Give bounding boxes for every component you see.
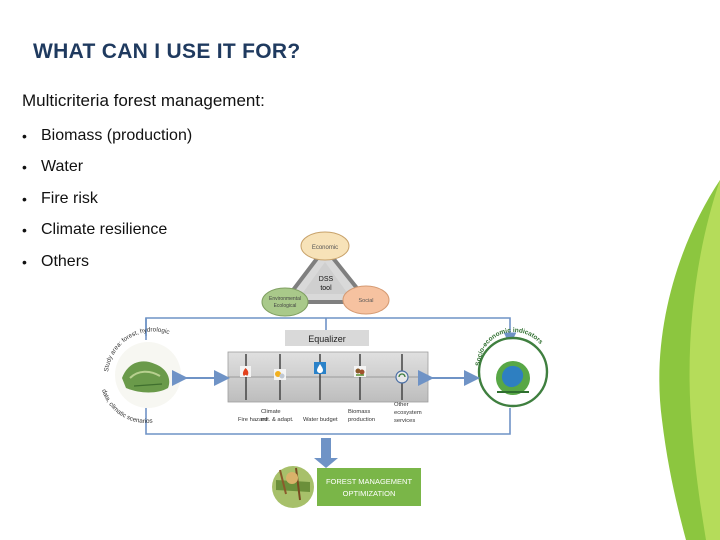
bullet-item: • Climate resilience	[22, 215, 192, 247]
bullet-dot-icon: •	[22, 222, 27, 239]
bullet-dot-icon: •	[22, 159, 27, 176]
fire-icon	[240, 366, 251, 377]
svg-text:tool: tool	[320, 285, 332, 292]
svg-text:DSS: DSS	[319, 276, 334, 283]
study-area-circle: Study area: forest, hydrologic data, cli…	[100, 326, 181, 425]
bullet-dot-icon: •	[22, 127, 27, 144]
slide-title: WHAT CAN I USE IT FOR?	[33, 40, 301, 63]
bullet-text: Fire risk	[41, 189, 98, 207]
slider-label-other: ecosystem	[394, 410, 422, 416]
forest-management-result-box	[317, 468, 421, 506]
slider-label-biomass: production	[348, 417, 375, 423]
result-box-text: OPTIMIZATION	[343, 489, 396, 498]
slider-label-climate: Climate	[261, 409, 281, 415]
svg-text:Environmental: Environmental	[269, 296, 301, 302]
socio-economic-circle: Socio-economic indicators	[475, 327, 549, 408]
bullet-item: • Fire risk	[22, 183, 192, 215]
bullet-text: Biomass (production)	[41, 126, 193, 144]
bullet-dot-icon: •	[22, 253, 27, 270]
down-arrow	[314, 438, 338, 468]
slider-label-climate: mit. & adapt.	[261, 417, 294, 423]
slider-label-biomass: Biomass	[348, 409, 370, 415]
biomass-icon	[354, 366, 366, 377]
slider-label-water: Water budget	[303, 417, 338, 423]
social-node: Social	[342, 285, 390, 315]
slider-labels: Fire hazard Climate mit. & adapt. Water …	[238, 402, 422, 424]
other-services-icon	[395, 370, 409, 384]
result-area: FOREST MANAGEMENT OPTIMIZATION	[272, 466, 421, 508]
green-swoosh-decoration	[659, 180, 720, 540]
dimension-triangle: DSS tool Economic Environmental Ecologic…	[261, 231, 390, 317]
environmental-node: Environmental Ecological	[261, 287, 309, 317]
bullet-item: • Biomass (production)	[22, 120, 192, 152]
svg-text:Equalizer: Equalizer	[308, 334, 346, 344]
equalizer-label-box: Equalizer	[285, 330, 369, 346]
svg-text:Ecological: Ecological	[274, 303, 297, 309]
connector-lines	[145, 317, 517, 435]
bullet-dot-icon: •	[22, 190, 27, 207]
forest-photo-icon	[272, 466, 314, 508]
bullet-item: • Water	[22, 152, 192, 184]
svg-text:Social: Social	[359, 298, 374, 304]
bullet-item: • Others	[22, 246, 192, 278]
bullet-list: •Biomass (production) •Water •Fire risk …	[22, 120, 192, 278]
slider-label-other: Other	[394, 402, 409, 408]
water-drop-icon	[314, 362, 326, 374]
climate-icon	[274, 369, 286, 380]
center-dss-label: DSS tool	[319, 276, 334, 292]
bullet-text: Others	[41, 252, 90, 270]
bullet-text: Water	[41, 158, 84, 176]
slider-label-other: services	[394, 418, 415, 424]
equalizer-bar	[227, 351, 429, 403]
slide-subtitle: Multicriteria forest management:	[22, 91, 265, 110]
result-box-text: FOREST MANAGEMENT	[326, 477, 413, 486]
economic-node: Economic	[300, 231, 350, 261]
bullet-text: Climate resilience	[41, 221, 168, 239]
slider-label-fire: Fire hazard	[238, 417, 267, 423]
svg-text:Economic: Economic	[312, 245, 338, 251]
